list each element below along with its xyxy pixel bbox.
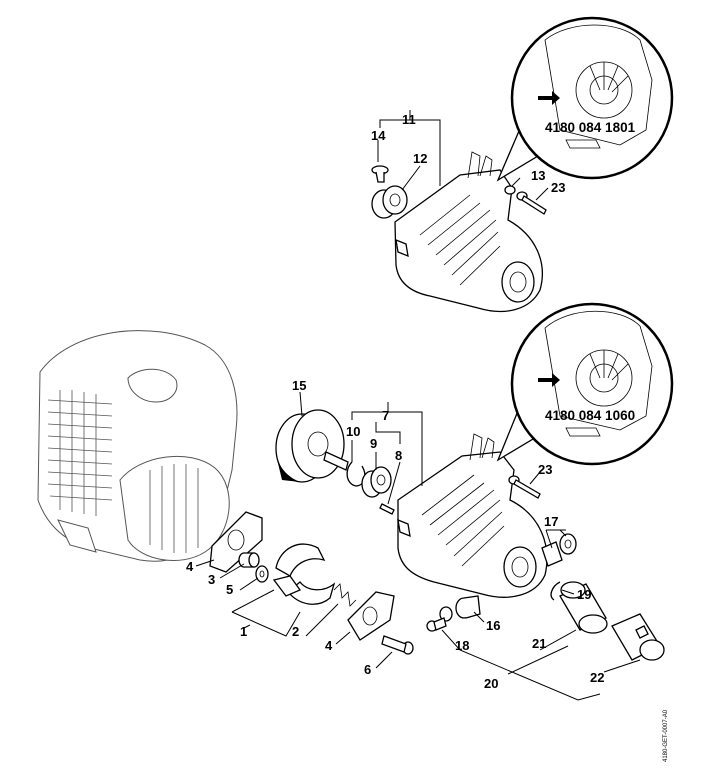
drawing-id: 4180-GET-0007-A0 bbox=[663, 709, 669, 762]
screw-23-upper bbox=[516, 191, 547, 215]
callout-upper-part-number: 4180 084 1801 bbox=[545, 120, 636, 135]
label-11: 11 bbox=[402, 112, 416, 127]
screw-14 bbox=[371, 165, 389, 183]
label-18: 18 bbox=[455, 638, 469, 653]
gear-housing-upper bbox=[394, 151, 543, 312]
label-10: 10 bbox=[346, 424, 360, 439]
gear-housing-lower bbox=[397, 433, 548, 598]
circlip-19 bbox=[550, 581, 561, 601]
label-21: 21 bbox=[532, 636, 546, 651]
label-8: 8 bbox=[395, 448, 402, 463]
washer-13 bbox=[504, 185, 516, 195]
clutch-shoes-2 bbox=[272, 543, 336, 605]
label-23-lower: 23 bbox=[538, 462, 552, 477]
label-15: 15 bbox=[292, 378, 306, 393]
label-9: 9 bbox=[370, 436, 377, 451]
label-12: 12 bbox=[413, 151, 427, 166]
label-20: 20 bbox=[484, 676, 498, 691]
label-19: 19 bbox=[577, 587, 591, 602]
screw-23-lower bbox=[508, 475, 541, 499]
callout-upper bbox=[496, 16, 674, 182]
screw-18 bbox=[426, 617, 447, 632]
plate-4-left bbox=[209, 511, 263, 573]
sleeves-17 bbox=[541, 533, 577, 567]
sleeve-16 bbox=[439, 595, 481, 622]
label-17: 17 bbox=[544, 514, 558, 529]
label-2: 2 bbox=[292, 624, 299, 639]
label-23-upper: 23 bbox=[551, 180, 565, 195]
tube-21 bbox=[559, 581, 608, 634]
ball-bearing-9 bbox=[361, 466, 392, 498]
label-3: 3 bbox=[208, 572, 215, 587]
label-4-left: 4 bbox=[186, 559, 194, 574]
engine-shroud bbox=[37, 330, 238, 562]
label-7: 7 bbox=[382, 408, 389, 423]
leader-lines bbox=[195, 110, 641, 701]
ball-bearing-12 bbox=[371, 185, 408, 219]
sleeve-3 bbox=[238, 552, 260, 568]
label-14: 14 bbox=[371, 128, 386, 143]
clamp-22 bbox=[611, 613, 665, 661]
label-13: 13 bbox=[531, 168, 545, 183]
label-16: 16 bbox=[486, 618, 500, 633]
washer-5 bbox=[255, 565, 269, 583]
label-22: 22 bbox=[590, 670, 604, 685]
pin-8 bbox=[379, 503, 395, 515]
plate-4-right bbox=[347, 591, 395, 641]
part-labels: 11 14 12 13 23 15 7 10 9 8 23 17 4 3 5 1… bbox=[186, 112, 604, 691]
label-6: 6 bbox=[364, 662, 371, 677]
label-5: 5 bbox=[226, 582, 233, 597]
label-4-right: 4 bbox=[325, 638, 333, 653]
clutch-drum-15 bbox=[275, 409, 349, 483]
callout-lower bbox=[496, 302, 674, 466]
label-1: 1 bbox=[240, 624, 247, 639]
screw-6 bbox=[381, 635, 414, 655]
callout-lower-part-number: 4180 084 1060 bbox=[545, 408, 635, 423]
spring bbox=[333, 583, 357, 607]
